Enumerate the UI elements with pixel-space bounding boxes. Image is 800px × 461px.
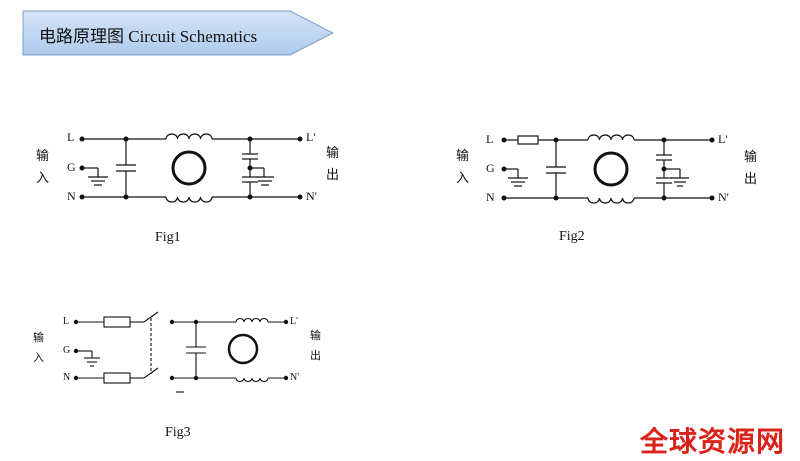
fig3-output-char-1: 输 [310, 329, 321, 342]
fig2-input-char-2: 入 [456, 171, 470, 186]
fig3-input-char-1: 输 [33, 331, 44, 344]
fig2-terminal-n: N [486, 190, 495, 204]
fig1-terminal-l: L [67, 130, 75, 144]
fig3-terminal-n: N [63, 372, 71, 383]
page-title: 电路原理图 Circuit Schematics [39, 27, 258, 46]
fig3-terminal-l: L [63, 316, 70, 327]
fig1-terminal-n-out: N' [306, 189, 317, 203]
fig2-output-char-2: 出 [744, 172, 758, 187]
schematic-fig3: L G N L' N' [60, 300, 320, 400]
fig3-terminal-n-out: N' [290, 372, 300, 383]
fig3-terminal-l-out: L' [290, 316, 298, 327]
banner-arrow-shape [22, 10, 334, 56]
fig3-circuit [73, 311, 289, 393]
fig2-terminal-g: G [486, 161, 495, 175]
watermark-text: 全球资源网 [640, 425, 786, 458]
fig1-circuit [79, 133, 303, 203]
schematic-fig1: L G N L' N' [60, 125, 360, 215]
fig2-caption: Fig2 [559, 229, 585, 244]
fig2-circuit [501, 134, 715, 204]
fig1-input-char-2: 入 [36, 171, 50, 186]
fig2-terminal-l: L [486, 132, 494, 146]
header-banner: 电路原理图 Circuit Schematics [22, 10, 334, 56]
fig1-terminal-n: N [67, 189, 76, 203]
fig2-input-char-1: 输 [456, 149, 470, 164]
fig1-output-char-2: 出 [326, 168, 340, 183]
fig1-input-char-1: 输 [36, 149, 50, 164]
fig1-caption: Fig1 [155, 230, 181, 245]
fig3-terminal-g: G [63, 345, 71, 356]
fig2-output-char-1: 输 [744, 150, 758, 165]
fig3-input-char-2: 入 [33, 351, 44, 364]
fig2-terminal-n-out: N' [718, 190, 729, 204]
fig2-terminal-l-out: L' [718, 132, 728, 146]
fig1-output-char-1: 输 [326, 146, 340, 161]
schematic-fig2: L G N L' N' [482, 126, 782, 216]
fig1-terminal-l-out: L' [306, 130, 316, 144]
fig1-terminal-g: G [67, 160, 76, 174]
fig3-caption: Fig3 [165, 425, 191, 440]
fig3-output-char-2: 出 [310, 349, 321, 362]
